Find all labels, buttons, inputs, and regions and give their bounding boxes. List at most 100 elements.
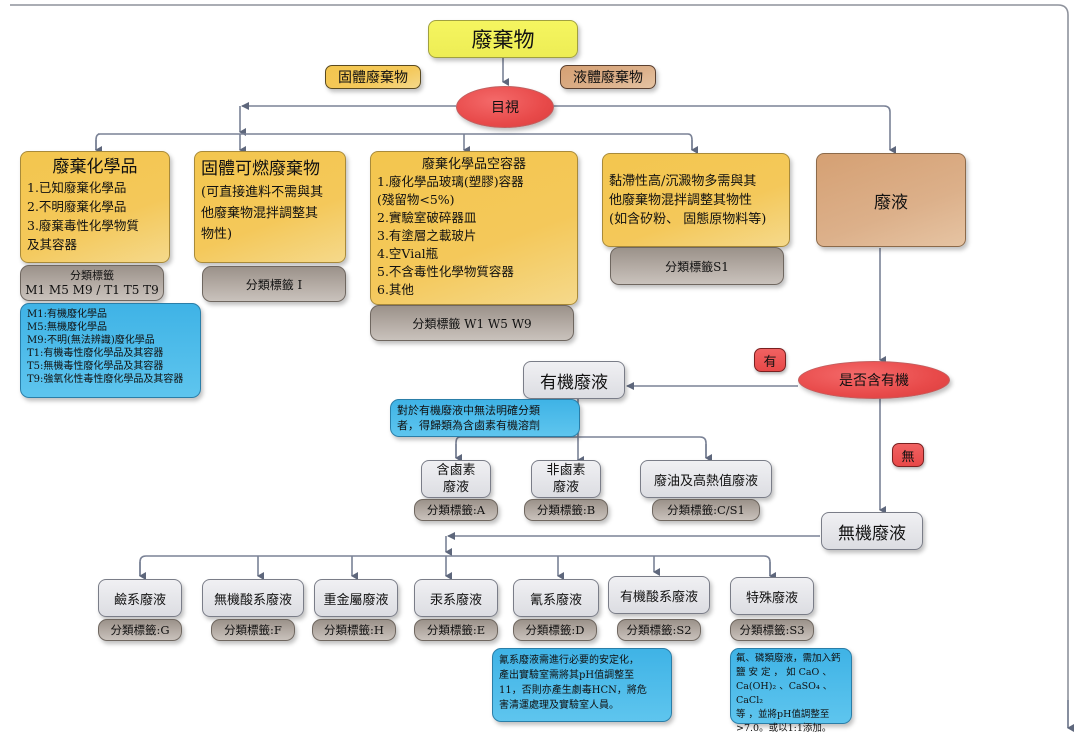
legend-line: M1:有機廢化學品 [27, 309, 107, 320]
node-cyanide: 氰系廢液 [513, 579, 599, 617]
category-title: 廢棄化學品 [52, 157, 138, 177]
node-inorganic-liquid: 無機廢液 [821, 512, 923, 550]
tag-text: 分類標籤:F [224, 623, 282, 637]
tag-text: 分類標籤:S2 [626, 623, 692, 637]
answer-no-text: 無 [901, 449, 915, 465]
conn-visual-right [552, 105, 896, 154]
category-line: 物性) [201, 227, 233, 242]
label-liquid-text: 液體廢棄物 [573, 70, 643, 86]
tag-text: 分類標籤:G [110, 623, 170, 637]
category-line: 3.廢棄毒性化學物質 [27, 218, 139, 233]
note-line: 等 ，並將pH值調整至 [736, 709, 830, 720]
tag-text: 分類標籤 I [245, 277, 303, 292]
tag-text: M1 M5 M9 / T1 T5 T9 [25, 283, 159, 297]
node-label: 無機酸系廢液 [213, 592, 292, 608]
category-line: 2.不明廢棄化學品 [27, 199, 127, 214]
tag-text: 分類標籤 [70, 269, 114, 282]
node-alkaline: 鹼系廢液 [98, 579, 182, 617]
note-line: >7.0。或以1:1添加。 [736, 723, 832, 734]
category-waste-chemicals: 廢棄化學品 1.已知廢棄化學品 2.不明廢棄化學品 3.廢棄毒性化學物質 及其容… [20, 151, 170, 263]
conn-hbar-top [95, 133, 693, 150]
node-non-halogenated: 非鹵素 廢液 [531, 460, 601, 498]
tag-g: 分類標籤:G [98, 619, 182, 641]
tag-text: 分類標籤:C/S1 [667, 503, 745, 517]
note-line: 11，否則亦產生劇毒HCN，將危 [499, 685, 647, 696]
tag-text: 分類標籤:S3 [739, 623, 805, 637]
category-empty-containers: 廢棄化學品空容器 1.廢化學品玻璃(塑膠)容器 (殘留物<5%) 2.實驗室破碎… [370, 151, 578, 305]
tag-text: 分類標籤S1 [665, 259, 729, 274]
tag-text: 分類標籤:A [426, 503, 486, 517]
node-line: 含鹵素 [436, 463, 476, 478]
conn-organic-bar [455, 436, 707, 458]
tag-text: 分類標籤:D [525, 623, 585, 637]
category-line: 5.不含毒性化學物質容器 [377, 264, 514, 279]
node-waste-oil: 廢油及高熱值廢液 [640, 460, 772, 498]
category-solid-combustible: 固體可燃廢棄物 (可直接進料不需與其 他廢棄物混拌調整其 物性) [194, 151, 346, 263]
legend-line: T1:有機毒性廢化學品及其容器 [27, 348, 164, 359]
node-line: 廢油及高熱值廢液 [653, 473, 758, 489]
answer-no-badge: 無 [892, 443, 924, 467]
tag-text: 分類標籤 W1 W5 W9 [412, 316, 532, 331]
node-heavy-metal: 重金屬廢液 [314, 579, 398, 617]
label-liquid-waste: 液體廢棄物 [560, 65, 656, 89]
tag-s2: 分類標籤:S2 [617, 619, 701, 641]
category-line: 6.其他 [377, 282, 414, 297]
root-title: 廢棄物 [471, 28, 535, 52]
tag-e: 分類標籤:E [414, 619, 498, 641]
tag-s1: 分類標籤S1 [610, 247, 784, 285]
note-cyanide: 氰系廢液需進行必要的安定化， 產出實驗室需將其pH值調整至 11，否則亦產生劇毒… [492, 648, 672, 722]
category-line: 黏滯性高/沉澱物多需與其 [609, 173, 757, 189]
node-line: 廢液 [552, 480, 579, 495]
node-mercury: 汞系廢液 [414, 579, 498, 617]
node-special: 特殊廢液 [730, 577, 814, 615]
node-label: 鹼系廢液 [113, 592, 166, 608]
node-halogenated: 含鹵素 廢液 [421, 460, 491, 498]
category-title: 廢液 [874, 192, 908, 213]
label-solid-waste: 固體廢棄物 [325, 65, 421, 89]
node-line: 廢液 [442, 480, 469, 495]
category-line: (殘留物<5%) [377, 192, 455, 207]
category-line: 及其容器 [27, 237, 78, 252]
node-label: 氰系廢液 [529, 592, 582, 608]
note-line: 者，得歸類為含鹵素有機溶劑 [397, 419, 540, 432]
tag-text: 分類標籤:B [536, 503, 596, 517]
category-line: 3.有塗層之載玻片 [377, 228, 477, 243]
note-organic-unclassified: 對於有機廢液中無法明確分類 者，得歸類為含鹵素有機溶劑 [390, 399, 580, 437]
tag-text: 分類標籤:H [324, 623, 384, 637]
frame-border [10, 4, 1069, 728]
note-line: 氟、磷類廢液，需加入鈣 [736, 653, 841, 664]
note-line: 產出實驗室需將其pH值調整至 [499, 670, 635, 681]
category-line: (可直接進料不需與其 [201, 185, 324, 200]
answer-yes-text: 有 [763, 354, 777, 370]
note-special: 氟、磷類廢液，需加入鈣 鹽 安 定 ， 如 CaO 、 Ca(OH)₂ 、CaS… [730, 648, 852, 734]
category-line: 1.廢化學品玻璃(塑膠)容器 [377, 174, 524, 189]
tag-d: 分類標籤:D [513, 619, 597, 641]
category-title: 固體可燃廢棄物 [201, 159, 320, 179]
tag-w: 分類標籤 W1 W5 W9 [370, 305, 574, 341]
note-line: 對於有機廢液中無法明確分類 [397, 404, 540, 417]
tag-i: 分類標籤 I [202, 266, 346, 302]
label-solid-text: 固體廢棄物 [338, 70, 408, 86]
note-line: 害清運處理及實驗室人員。 [499, 700, 619, 711]
category-line: 他廢棄物混拌調整其物性 [609, 192, 753, 208]
tag-h: 分類標籤:H [312, 619, 396, 641]
legend-line: T9:強氧化性毒性廢化學品及其容器 [27, 374, 184, 385]
category-viscous-sediment: 黏滯性高/沉澱物多需與其 他廢棄物混拌調整其物性 (如含矽粉、 固態原物料等) [602, 153, 790, 247]
node-organic-liquid: 有機廢液 [523, 361, 625, 399]
category-line: 2.實驗室破碎器皿 [377, 210, 477, 225]
category-line: 4.空Vial瓶 [377, 246, 439, 261]
tag-b: 分類標籤:B [524, 499, 608, 521]
node-label: 有機酸系廢液 [619, 589, 698, 605]
note-legend-codes: M1:有機廢化學品 M5:無機廢化學品 M9:不明(無法辨識)廢化學品 T1:有… [20, 303, 201, 398]
category-line: 1.已知廢棄化學品 [27, 180, 127, 195]
note-line: Ca(OH)₂ 、CaSO₄ 、CaCl₂ [736, 681, 833, 706]
category-title: 廢棄化學品空容器 [421, 157, 526, 172]
tag-f: 分類標籤:F [211, 619, 295, 641]
legend-line: M9:不明(無法辨識)廢化學品 [27, 335, 155, 346]
decision-visual-text: 目視 [491, 100, 519, 116]
tag-a: 分類標籤:A [414, 499, 498, 521]
category-line: 他廢棄物混拌調整其 [201, 206, 319, 221]
decision-visual: 目視 [456, 86, 554, 128]
node-label: 重金屬廢液 [323, 592, 389, 608]
